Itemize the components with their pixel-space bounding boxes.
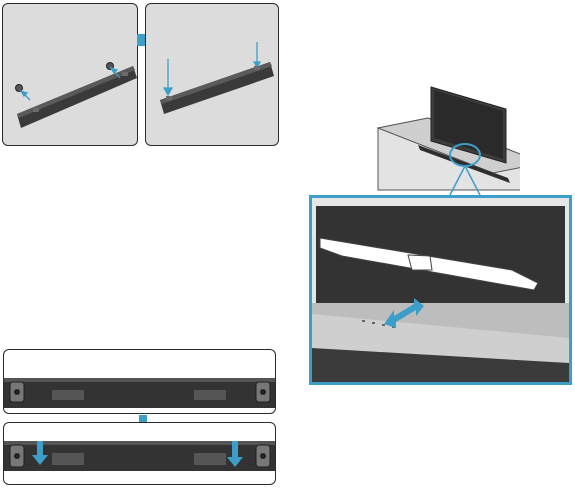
soundbar-mount-illustration	[160, 42, 274, 114]
soundbar-angled	[17, 66, 137, 128]
push-arrow-icon	[162, 42, 262, 97]
pull-arrow-icon	[19, 66, 121, 101]
zoom-detail-illustration	[312, 206, 569, 382]
bracket-left	[9, 444, 25, 468]
bracket-marks	[166, 66, 260, 100]
bracket-right	[255, 381, 271, 403]
bar-rear-illustration	[4, 378, 275, 408]
step1-panel	[2, 3, 138, 146]
push-arrow-icon	[32, 441, 243, 467]
bracket-left	[9, 381, 25, 403]
double-arrow-icon	[384, 298, 424, 328]
bar-rear-mounted-illustration	[4, 441, 275, 471]
tv-stand-illustration	[376, 86, 520, 196]
screw-left	[15, 84, 23, 92]
bar-panel-top	[3, 349, 276, 414]
zoom-panel	[309, 195, 572, 385]
bracket-right	[255, 444, 271, 468]
soundbar-angled	[160, 62, 274, 114]
bar-panel-bottom	[3, 422, 276, 485]
step2-panel	[145, 3, 279, 146]
bracket-marks	[33, 72, 128, 112]
soundbar-screws-illustration	[15, 62, 137, 128]
